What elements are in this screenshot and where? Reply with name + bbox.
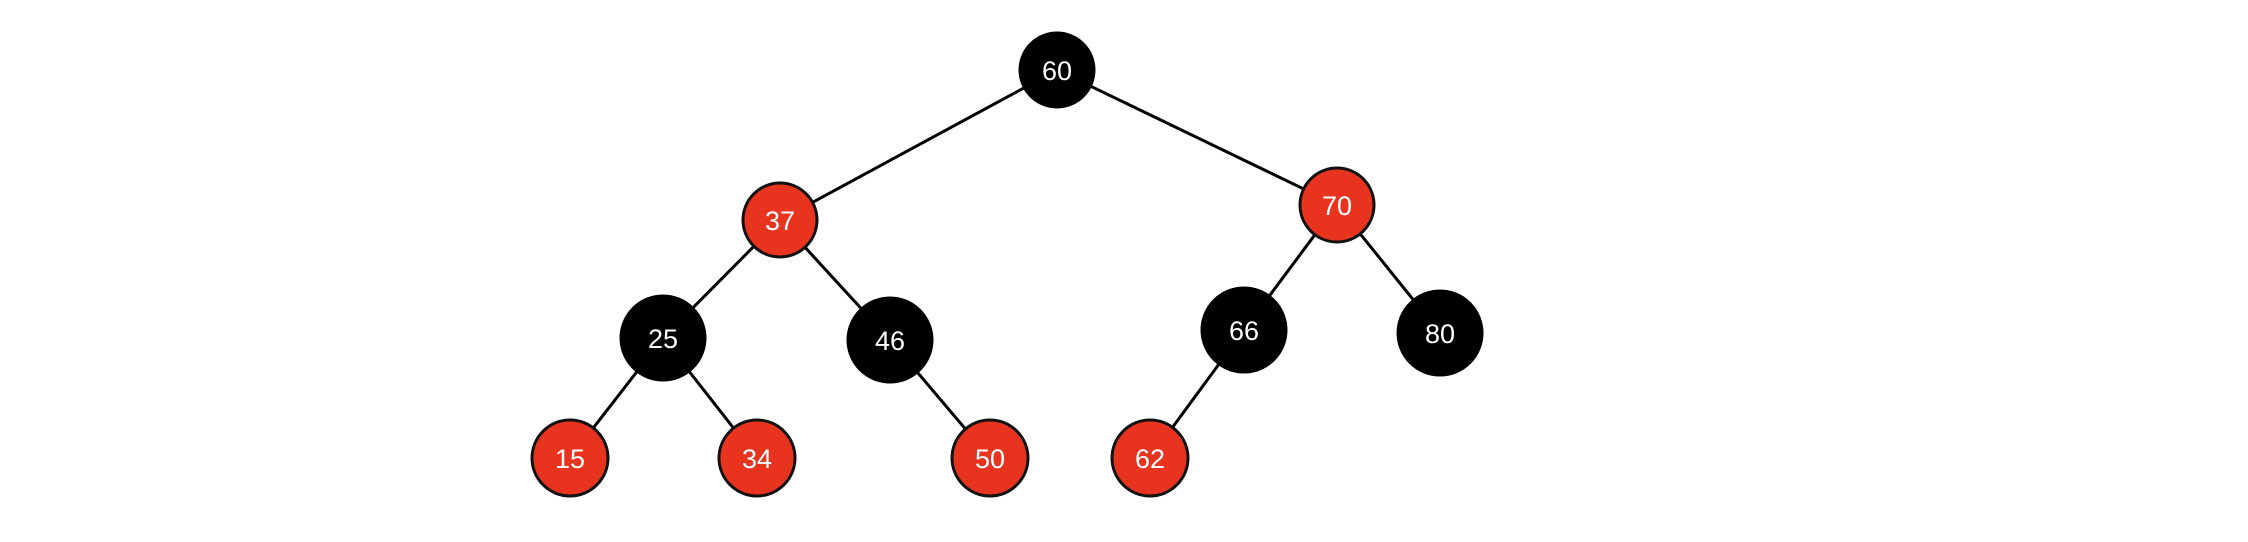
- red-node-circle[interactable]: [741, 181, 819, 259]
- red-node-circle[interactable]: [530, 418, 610, 498]
- tree-node[interactable]: 37: [741, 181, 819, 259]
- tree-edge: [802, 244, 865, 313]
- tree-node[interactable]: 60: [1018, 31, 1096, 109]
- tree-edges-group: [590, 83, 1417, 433]
- red-node-circle[interactable]: [950, 418, 1030, 498]
- tree-edge: [686, 367, 737, 432]
- black-node-circle[interactable]: [1200, 286, 1288, 374]
- tree-edge: [1357, 230, 1417, 304]
- tree-edge: [914, 369, 969, 433]
- tree-node[interactable]: 66: [1200, 286, 1288, 374]
- black-node-circle[interactable]: [619, 294, 707, 382]
- red-node-circle[interactable]: [1110, 418, 1190, 498]
- black-node-circle[interactable]: [1396, 289, 1484, 377]
- tree-node[interactable]: 34: [717, 418, 797, 498]
- tree-node[interactable]: 80: [1396, 289, 1484, 377]
- tree-edge: [689, 243, 757, 312]
- tree-node[interactable]: 62: [1110, 418, 1190, 498]
- tree-node[interactable]: 70: [1298, 166, 1376, 244]
- tree-edge: [1087, 83, 1307, 192]
- black-node-circle[interactable]: [846, 296, 934, 384]
- tree-node[interactable]: 15: [530, 418, 610, 498]
- red-node-circle[interactable]: [1298, 166, 1376, 244]
- tree-edge: [809, 85, 1028, 205]
- red-node-circle[interactable]: [717, 418, 797, 498]
- tree-edge: [1169, 360, 1222, 431]
- tree-node[interactable]: 46: [846, 296, 934, 384]
- tree-edge: [590, 368, 640, 432]
- black-node-circle[interactable]: [1018, 31, 1096, 109]
- tree-node[interactable]: 25: [619, 294, 707, 382]
- tree-edge: [1266, 231, 1318, 300]
- tree-node[interactable]: 50: [950, 418, 1030, 498]
